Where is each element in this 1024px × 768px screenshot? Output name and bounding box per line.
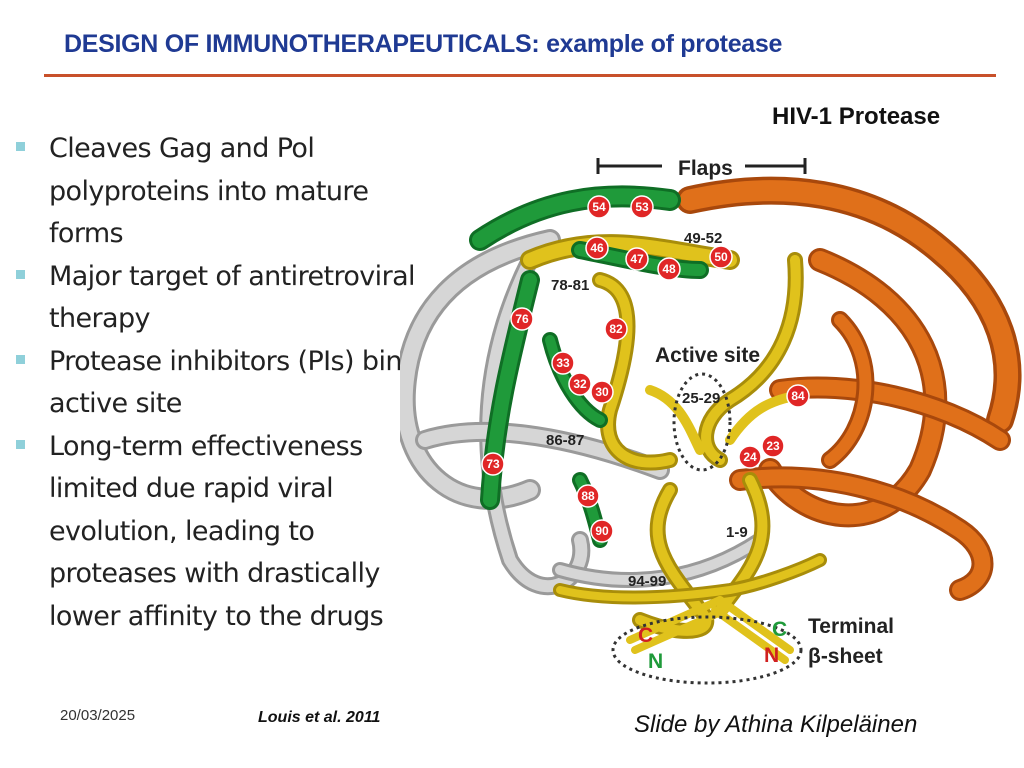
bullet-item: Protease inhibitors (PIs) bind active si… bbox=[10, 341, 430, 426]
residue-number: 53 bbox=[635, 200, 649, 214]
residue-marker: 50 bbox=[709, 245, 733, 269]
bullet-item: Long-term effectiveness limited due rapi… bbox=[10, 426, 430, 639]
region-label: 94-99 bbox=[628, 573, 666, 590]
bullet-text: Long-term effectiveness limited due rapi… bbox=[49, 430, 384, 632]
square-bullet-icon bbox=[16, 439, 25, 449]
c-terminus-label: C bbox=[772, 618, 787, 641]
bullet-text: Protease inhibitors (PIs) bind active si… bbox=[49, 345, 419, 420]
flaps-bracket bbox=[596, 158, 807, 174]
region-label: 78-81 bbox=[551, 277, 589, 294]
residue-number: 54 bbox=[592, 200, 606, 214]
residue-number: 33 bbox=[556, 356, 570, 370]
region-label: 1-9 bbox=[726, 524, 748, 541]
n-terminus-label: N bbox=[648, 650, 663, 673]
region-label: 25-29 bbox=[682, 390, 720, 407]
residue-number: 48 bbox=[662, 262, 676, 276]
bullet-list: Cleaves Gag and Pol polyproteins into ma… bbox=[10, 128, 430, 638]
residue-number: 88 bbox=[581, 489, 595, 503]
residue-number: 24 bbox=[743, 450, 757, 464]
residue-number: 90 bbox=[595, 524, 609, 538]
square-bullet-icon bbox=[16, 354, 25, 364]
residue-marker: 53 bbox=[630, 195, 654, 219]
slide-credit: Slide by Athina Kilpeläinen bbox=[634, 711, 918, 738]
residue-number: 46 bbox=[590, 241, 604, 255]
residue-marker: 73 bbox=[481, 452, 505, 476]
residue-marker: 23 bbox=[761, 434, 785, 458]
flaps-label: Flaps bbox=[678, 157, 733, 180]
bullet-text: Cleaves Gag and Pol polyproteins into ma… bbox=[49, 133, 369, 249]
protease-ribbon-diagram: Flaps Active site Terminal β-sheet 49-52… bbox=[400, 157, 1022, 685]
c-terminus-label: C bbox=[638, 624, 653, 647]
slide-reference: Louis et al. 2011 bbox=[258, 709, 381, 726]
residue-number: 30 bbox=[595, 385, 609, 399]
residue-number: 47 bbox=[630, 252, 644, 266]
residue-marker: 88 bbox=[576, 484, 600, 508]
residue-marker: 84 bbox=[786, 384, 810, 408]
residue-number: 73 bbox=[486, 457, 500, 471]
active-site-label: Active site bbox=[655, 344, 760, 367]
orange-chain bbox=[676, 176, 1022, 601]
region-label: 49-52 bbox=[684, 230, 722, 247]
residue-number: 23 bbox=[766, 439, 780, 453]
title-divider bbox=[44, 74, 996, 77]
terminal-label: Terminal bbox=[808, 615, 894, 638]
yellow-chain bbox=[520, 234, 827, 664]
square-bullet-icon bbox=[16, 142, 25, 151]
residue-marker: 32 bbox=[568, 372, 592, 396]
grey-chain bbox=[400, 229, 768, 596]
region-label: 86-87 bbox=[546, 432, 584, 449]
residue-marker: 24 bbox=[738, 445, 762, 469]
residue-marker: 46 bbox=[585, 236, 609, 260]
beta-sheet-label: β-sheet bbox=[808, 645, 883, 668]
bullet-item: Major target of antiretroviral therapy bbox=[10, 256, 430, 341]
residue-number: 50 bbox=[714, 250, 728, 264]
residue-marker: 47 bbox=[625, 247, 649, 271]
residue-marker: 48 bbox=[657, 257, 681, 281]
residue-marker: 33 bbox=[551, 351, 575, 375]
n-terminus-label: N bbox=[764, 644, 779, 667]
active-site-outline bbox=[672, 372, 732, 472]
figure-title: HIV-1 Protease bbox=[772, 103, 941, 130]
residue-number: 32 bbox=[573, 377, 587, 391]
residue-number: 84 bbox=[791, 389, 805, 403]
residue-marker: 90 bbox=[590, 519, 614, 543]
residue-marker: 54 bbox=[587, 195, 611, 219]
square-bullet-icon bbox=[16, 269, 25, 279]
residue-marker: 30 bbox=[590, 380, 614, 404]
slide-date: 20/03/2025 bbox=[60, 707, 136, 724]
slide-title: DESIGN OF IMMUNOTHERAPEUTICALS: example … bbox=[64, 30, 783, 58]
residue-marker: 76 bbox=[510, 307, 534, 331]
bullet-item: Cleaves Gag and Pol polyproteins into ma… bbox=[10, 128, 430, 256]
residue-number: 82 bbox=[609, 322, 623, 336]
protease-structure-figure: Flaps Active site Terminal β-sheet 49-52… bbox=[400, 140, 1024, 685]
terminal-sheet-outline bbox=[611, 615, 803, 685]
residue-marker: 82 bbox=[604, 317, 628, 341]
residue-number: 76 bbox=[515, 312, 529, 326]
bullet-text: Major target of antiretroviral therapy bbox=[49, 260, 416, 335]
